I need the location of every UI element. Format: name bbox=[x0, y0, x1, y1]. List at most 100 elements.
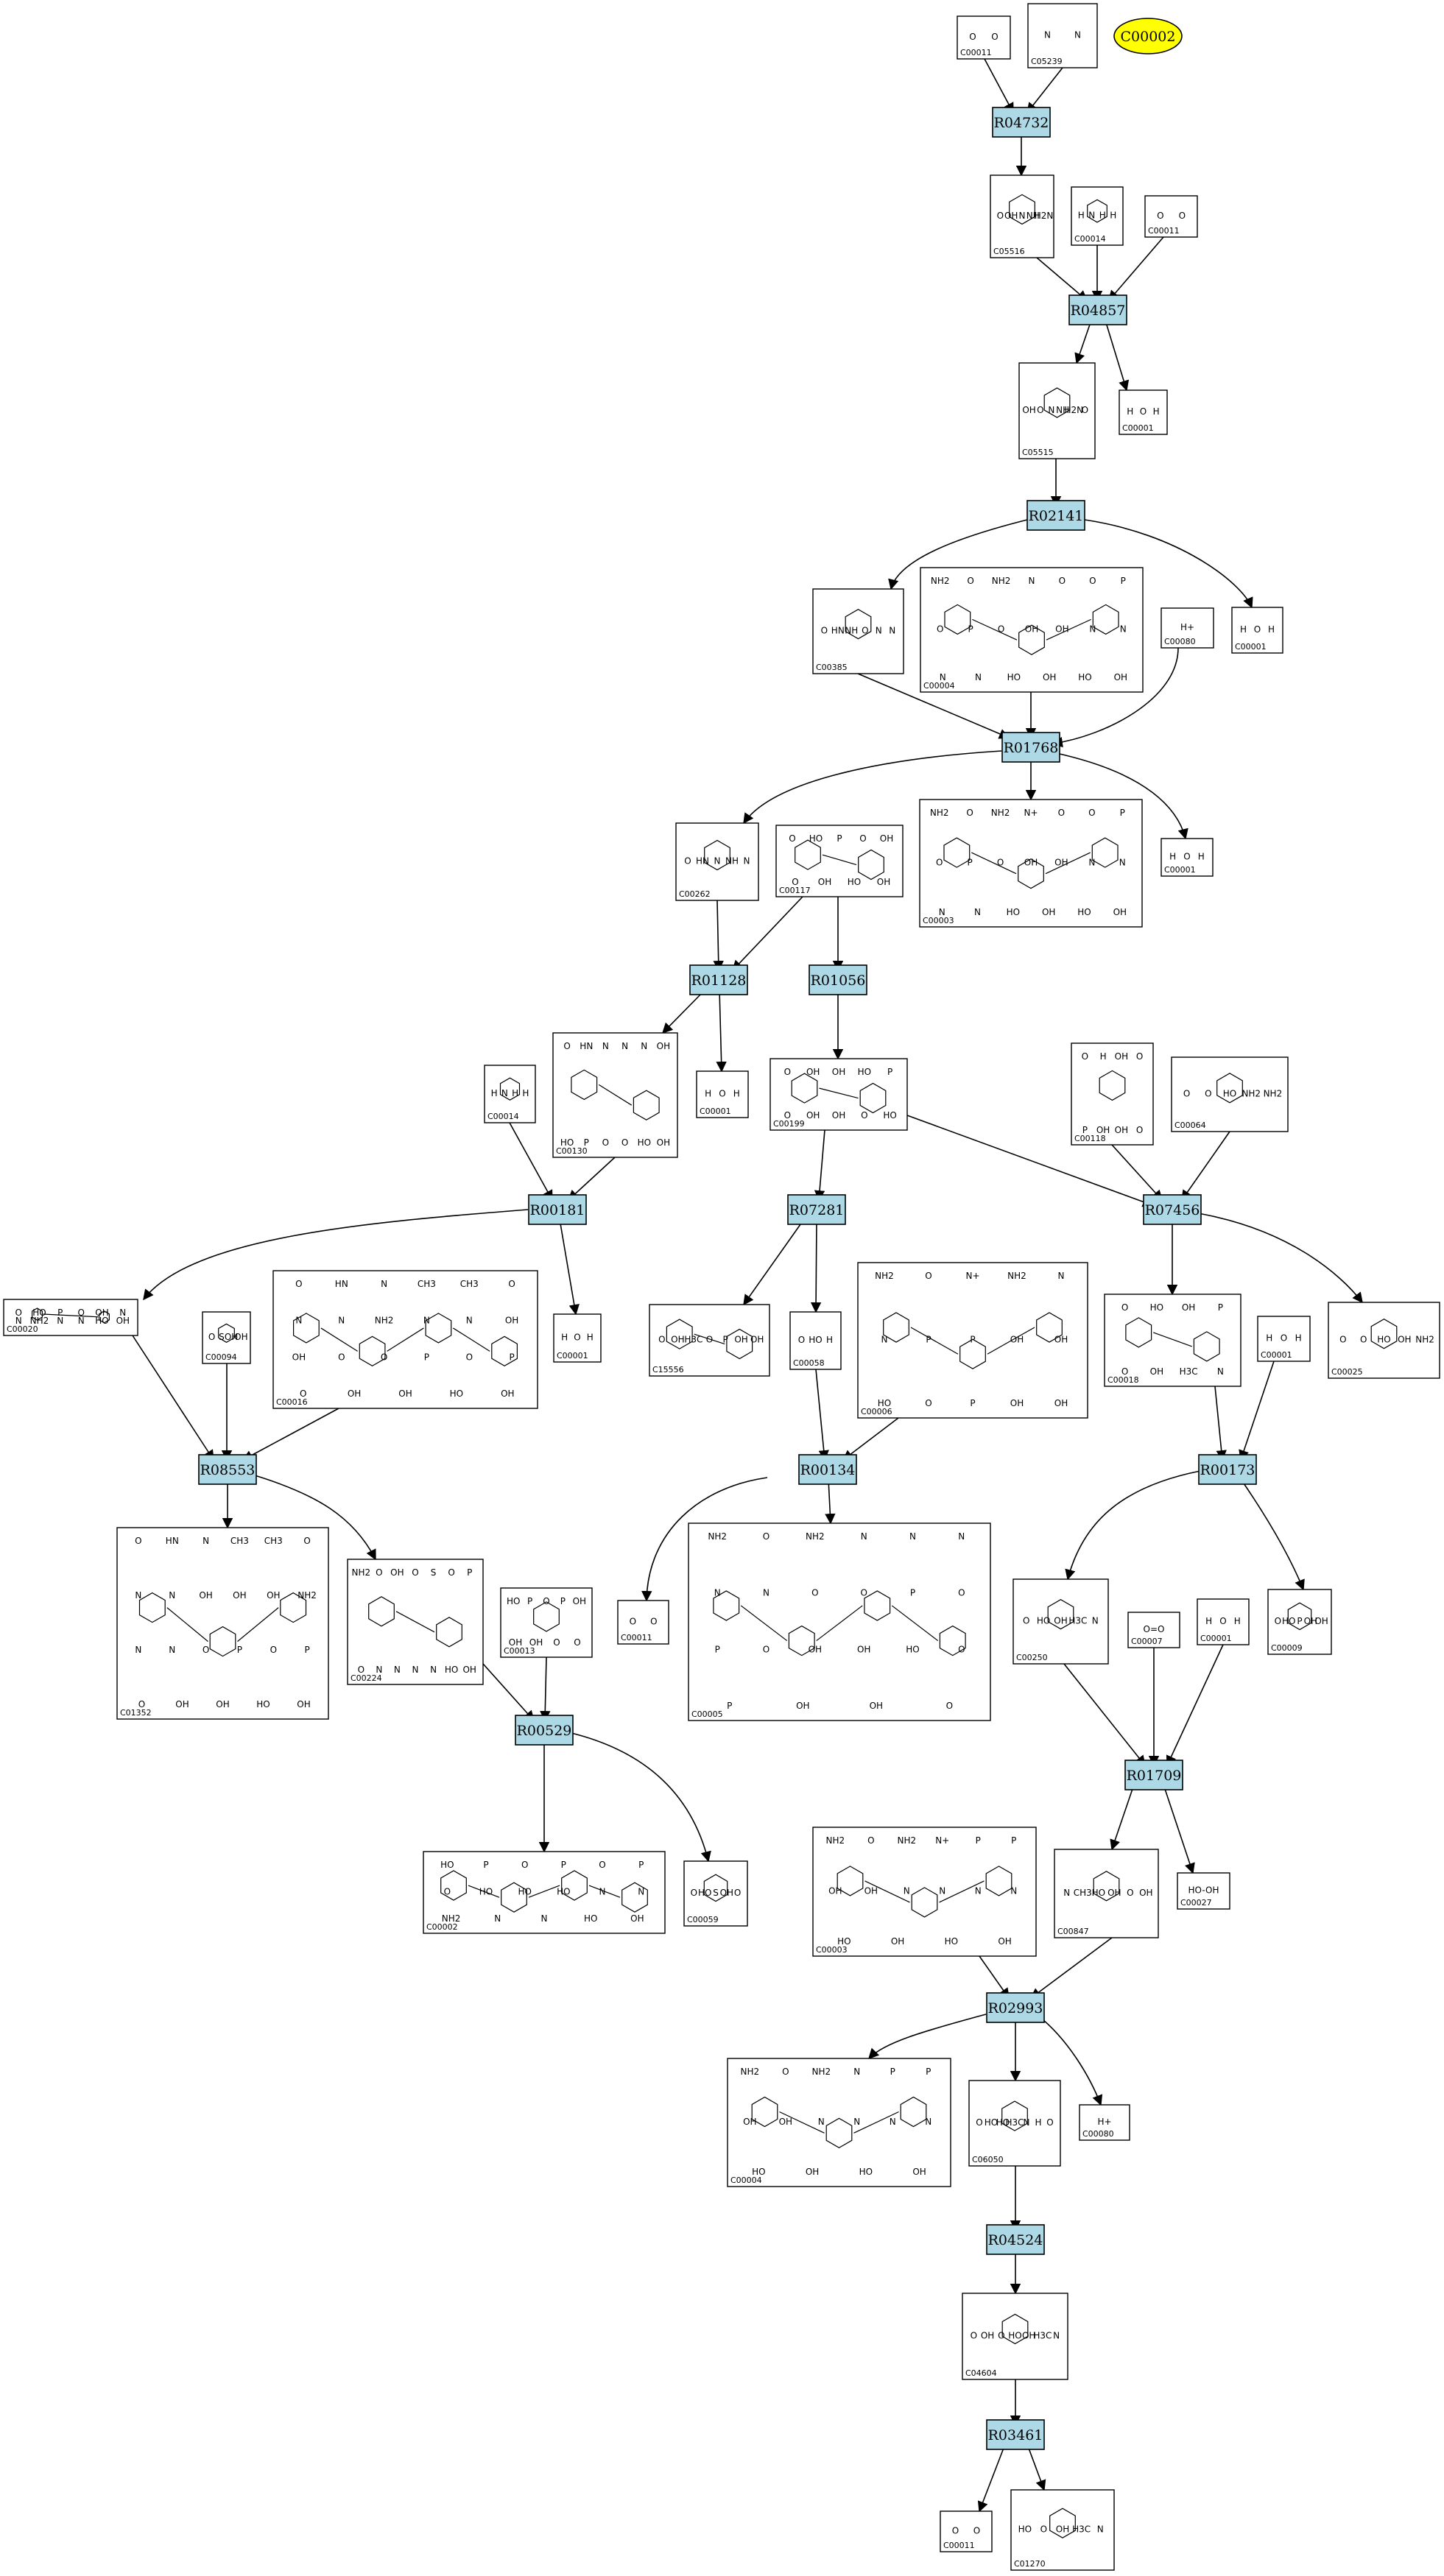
compound-box[interactable] bbox=[1012, 1578, 1109, 1665]
compound-box[interactable] bbox=[500, 1587, 593, 1658]
compound-box[interactable] bbox=[1018, 362, 1096, 459]
compound-box[interactable] bbox=[1177, 1872, 1230, 1910]
compound-box[interactable] bbox=[617, 1600, 669, 1645]
compound-box[interactable] bbox=[1171, 1056, 1289, 1132]
reaction-box[interactable] bbox=[992, 107, 1051, 138]
reaction-box[interactable] bbox=[198, 1454, 257, 1485]
reaction-node[interactable]: R04732 bbox=[992, 107, 1051, 138]
reaction-box[interactable] bbox=[1001, 732, 1060, 763]
reaction-box[interactable] bbox=[986, 1992, 1045, 2023]
reaction-box[interactable] bbox=[528, 1194, 587, 1225]
compound-box[interactable] bbox=[649, 1304, 770, 1377]
reaction-box[interactable] bbox=[986, 2419, 1045, 2450]
reaction-node[interactable]: R01709 bbox=[1124, 1760, 1183, 1790]
reaction-box[interactable] bbox=[798, 1454, 857, 1485]
compound-node[interactable]: H+C00080 bbox=[1161, 607, 1214, 649]
compound-box[interactable] bbox=[688, 1522, 991, 1721]
reaction-node[interactable]: R08553 bbox=[198, 1454, 257, 1485]
compound-box[interactable] bbox=[1079, 2104, 1130, 2141]
start-compound-ellipse[interactable] bbox=[1113, 18, 1183, 54]
compound-box[interactable] bbox=[553, 1313, 602, 1363]
compound-box[interactable] bbox=[1071, 1042, 1154, 1146]
compound-box[interactable] bbox=[957, 15, 1011, 60]
reaction-node[interactable]: R00181 bbox=[528, 1194, 587, 1225]
compound-box[interactable] bbox=[1257, 1316, 1311, 1362]
reaction-node[interactable]: R07281 bbox=[787, 1194, 846, 1225]
reaction-node[interactable]: R02993 bbox=[986, 1992, 1045, 2023]
compound-box[interactable] bbox=[1027, 3, 1098, 68]
reaction-node[interactable]: R00529 bbox=[515, 1715, 574, 1746]
reaction-node[interactable]: R01056 bbox=[809, 964, 867, 995]
reaction-node[interactable]: R02141 bbox=[1026, 500, 1085, 531]
compound-box[interactable] bbox=[775, 825, 904, 897]
reaction-box[interactable] bbox=[515, 1715, 574, 1746]
compound-box[interactable] bbox=[1197, 1598, 1250, 1645]
compound-box[interactable] bbox=[1010, 2489, 1115, 2571]
compound-node[interactable]: H+C00080 bbox=[1079, 2104, 1130, 2141]
compound-box[interactable] bbox=[675, 822, 759, 901]
compound-box[interactable] bbox=[1144, 195, 1198, 238]
reaction-box[interactable] bbox=[809, 964, 867, 995]
compound-box[interactable] bbox=[812, 588, 904, 674]
reaction-node[interactable]: R01768 bbox=[1001, 732, 1060, 763]
reaction-node[interactable]: R04524 bbox=[986, 2224, 1045, 2255]
compound-box[interactable] bbox=[727, 2058, 951, 2187]
compound-box[interactable] bbox=[3, 1299, 138, 1336]
reaction-box[interactable] bbox=[689, 964, 748, 995]
reaction-box[interactable] bbox=[787, 1194, 846, 1225]
compound-box[interactable] bbox=[683, 1860, 748, 1927]
compound-box[interactable] bbox=[1328, 1302, 1440, 1379]
reaction-node[interactable]: R00173 bbox=[1198, 1454, 1257, 1485]
compound-box[interactable] bbox=[696, 1070, 749, 1118]
compound-box[interactable] bbox=[1267, 1589, 1332, 1655]
compound-box[interactable] bbox=[919, 799, 1143, 928]
compound-box[interactable] bbox=[202, 1311, 251, 1364]
compound-box[interactable] bbox=[968, 2080, 1061, 2167]
reaction-box[interactable] bbox=[1143, 1194, 1202, 1225]
compound-box[interactable] bbox=[116, 1527, 329, 1720]
compound-box[interactable] bbox=[1161, 607, 1214, 649]
compound-box[interactable] bbox=[1161, 838, 1214, 877]
compound-box[interactable] bbox=[423, 1851, 666, 1934]
compound-box[interactable] bbox=[1119, 389, 1168, 435]
reaction-box[interactable] bbox=[1026, 500, 1085, 531]
compound-box[interactable] bbox=[1231, 607, 1283, 654]
compound-box[interactable] bbox=[789, 1311, 842, 1370]
